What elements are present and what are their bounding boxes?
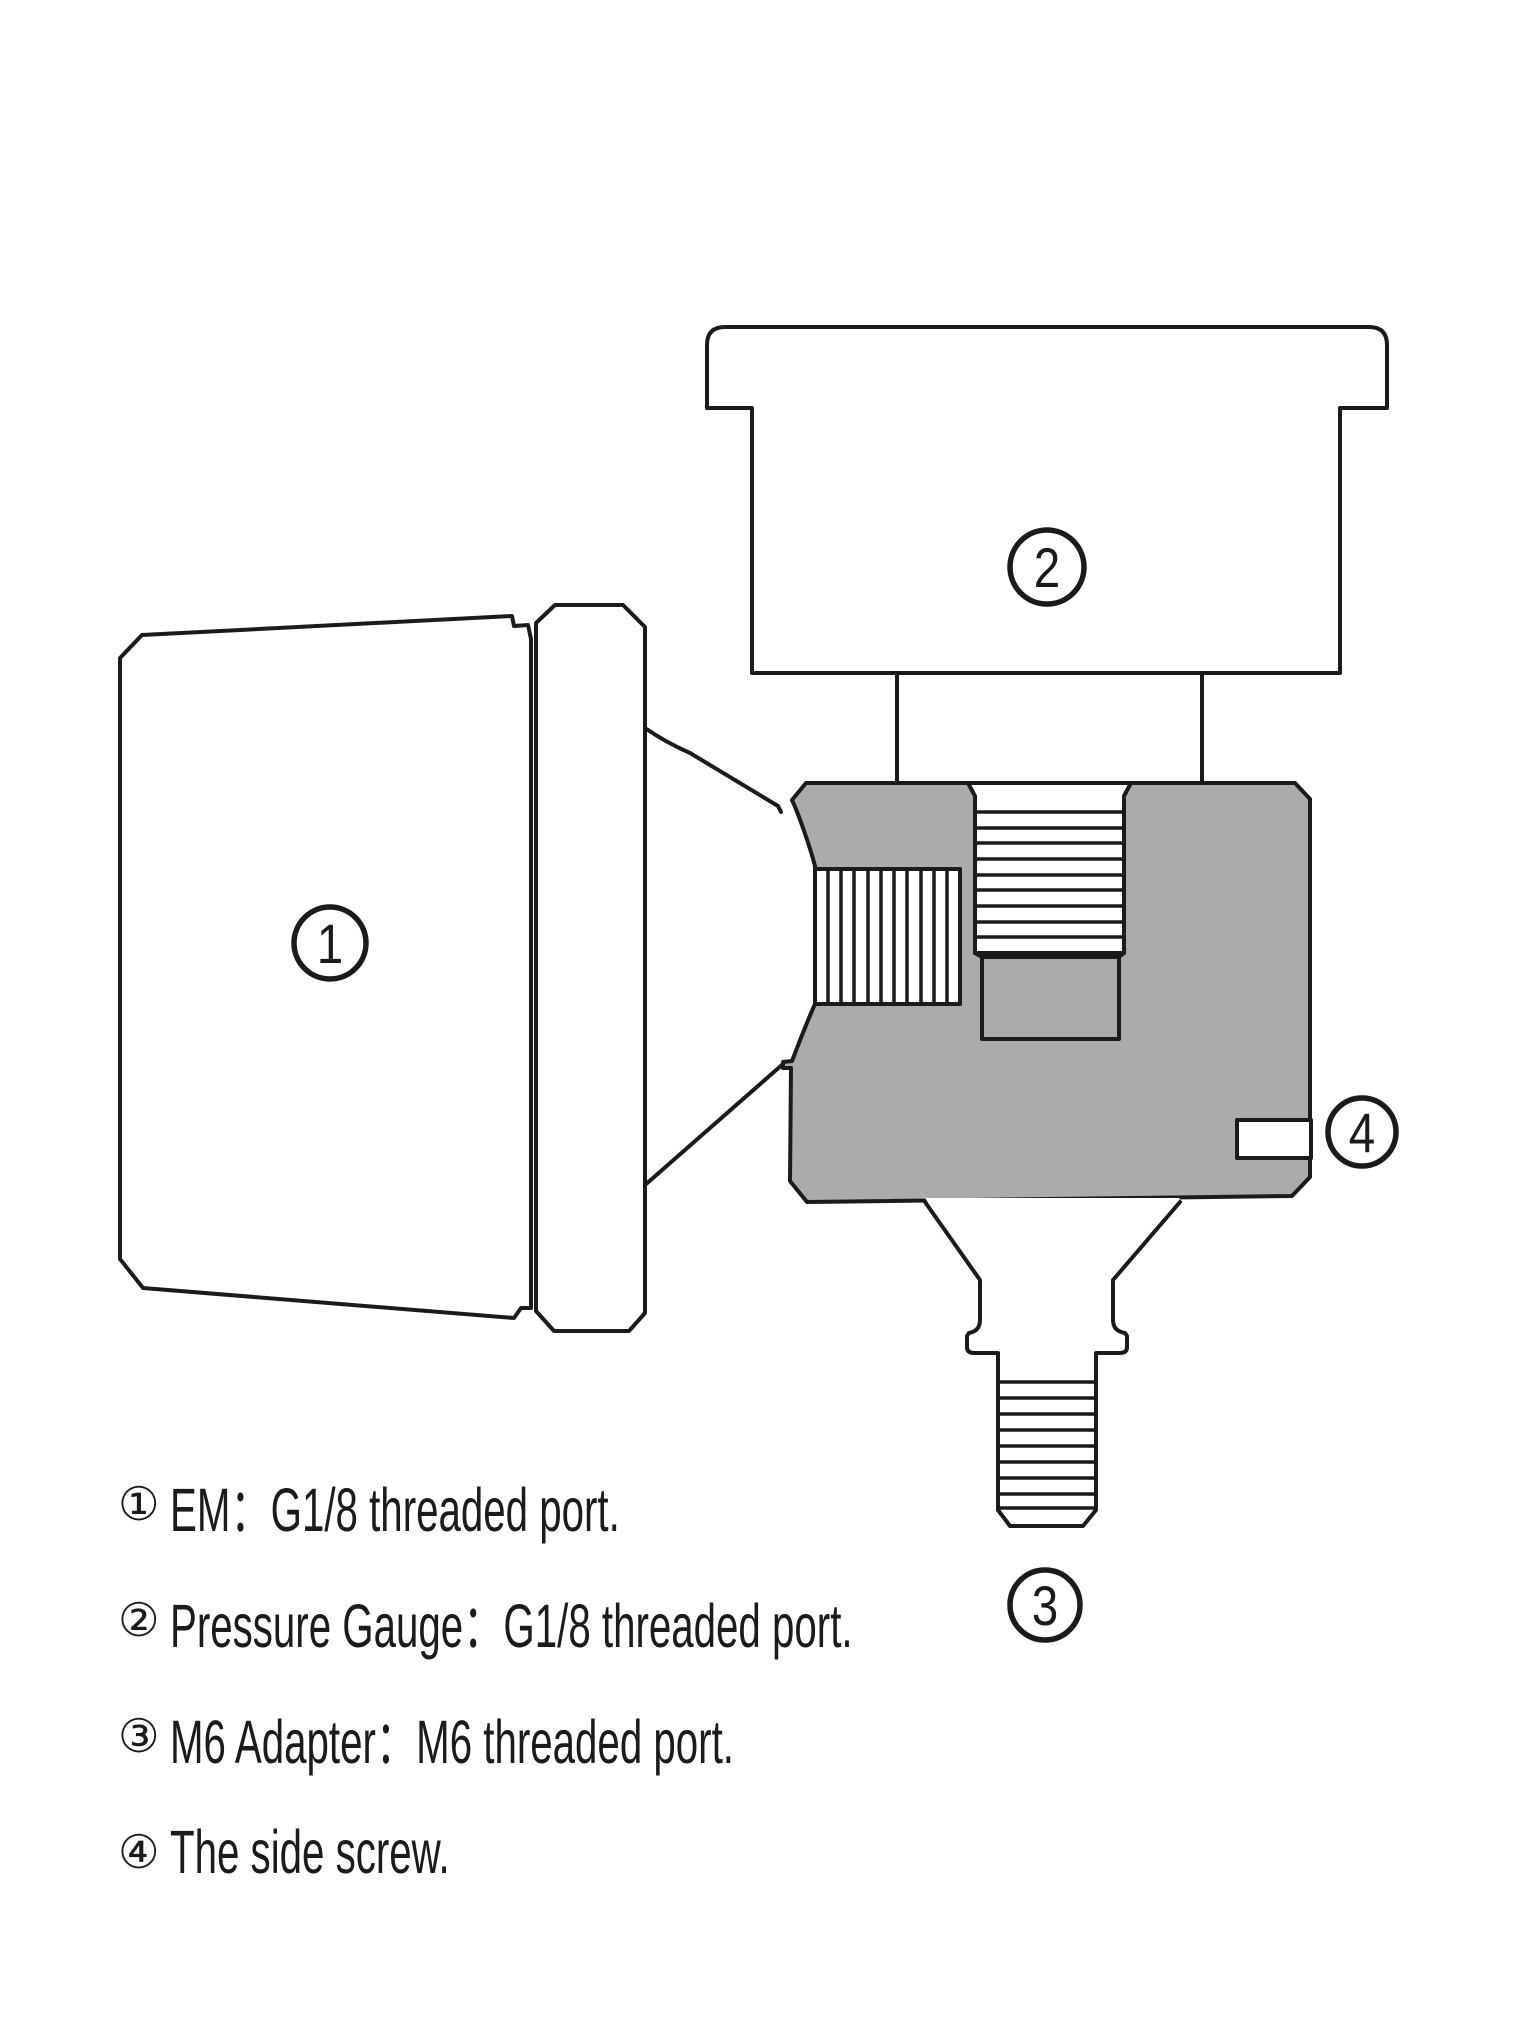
port-socket: [980, 955, 1121, 1041]
bolt-neck-mask: [925, 1198, 1180, 1281]
legend-item-pressure-gauge: ② Pressure Gauge：G1/8 threaded port.: [118, 1562, 1204, 1678]
legend: ① EM：G1/8 threaded port. ② Pressure Gaug…: [118, 1446, 1204, 1910]
top-port-threads: [966, 781, 1133, 1041]
legend-text-3: M6 Adapter：M6 threaded port.: [169, 1707, 734, 1776]
legend-text-2: Pressure Gauge：G1/8 threaded port.: [169, 1591, 853, 1660]
legend-text-4: The side screw.: [169, 1818, 450, 1886]
legend-item-side-screw: ④ The side screw.: [118, 1794, 1204, 1910]
bolt-threads: [998, 1380, 1096, 1510]
legend-marker-1: ①: [118, 1477, 160, 1531]
callout-em-number: 1: [317, 913, 343, 975]
side-port-threads: [813, 867, 962, 1006]
legend-marker-3: ③: [118, 1709, 160, 1763]
legend-marker-2: ②: [118, 1593, 160, 1647]
side-screw-slot: [1235, 1118, 1313, 1160]
legend-item-em: ① EM：G1/8 threaded port.: [118, 1446, 1204, 1562]
m6-adapter-bolt: [923, 1198, 1182, 1528]
em-collar: [534, 603, 647, 1333]
callout-pressure-gauge-number: 2: [1034, 537, 1060, 599]
legend-item-m6-adapter: ③ M6 Adapter：M6 threaded port.: [118, 1678, 1204, 1794]
em-cone-lower-edge: [643, 1062, 785, 1187]
legend-text-1: EM：G1/8 threaded port.: [169, 1475, 620, 1544]
callout-m6-adapter-number: 3: [1032, 1575, 1058, 1637]
legend-marker-4: ④: [118, 1825, 160, 1879]
callout-em: 1: [291, 904, 369, 982]
em-cone-upper-edge: [643, 726, 783, 814]
callout-side-screw: 4: [1325, 1095, 1399, 1169]
callout-pressure-gauge: 2: [1007, 527, 1087, 607]
callout-side-screw-number: 4: [1349, 1102, 1375, 1164]
pressure-gauge-body: [705, 325, 1389, 675]
callout-m6-adapter: 3: [1007, 1567, 1083, 1643]
